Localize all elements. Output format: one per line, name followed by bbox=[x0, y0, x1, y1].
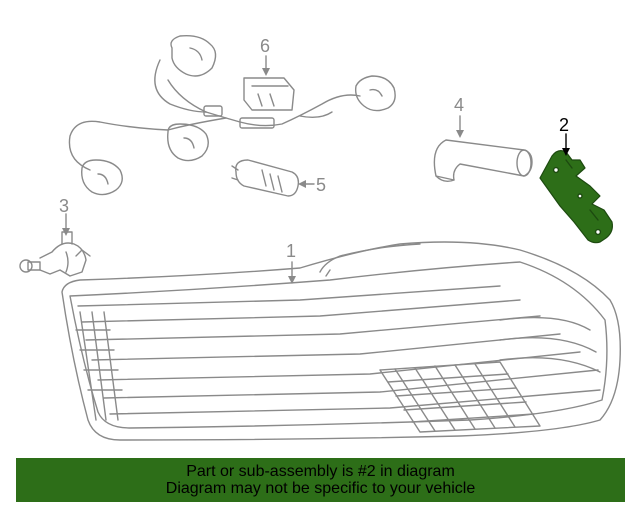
callout-4: 4 bbox=[454, 95, 464, 115]
bulb[interactable] bbox=[231, 159, 300, 197]
info-banner: Part or sub-assembly is #2 in diagram Di… bbox=[16, 458, 625, 502]
callout-6: 6 bbox=[260, 36, 270, 56]
callout-3: 3 bbox=[59, 196, 69, 216]
banner-line-2: Diagram may not be specific to your vehi… bbox=[165, 480, 476, 497]
wiring-harness[interactable] bbox=[68, 34, 396, 196]
tail-lamp-assembly[interactable] bbox=[61, 241, 621, 441]
drain-hose[interactable] bbox=[433, 139, 533, 183]
banner-line-1: Part or sub-assembly is #2 in diagram bbox=[186, 463, 455, 480]
callout-5: 5 bbox=[316, 175, 326, 195]
mounting-bracket[interactable] bbox=[539, 150, 613, 244]
callout-1: 1 bbox=[286, 241, 296, 261]
bulb-socket[interactable] bbox=[19, 231, 91, 277]
callout-2: 2 bbox=[559, 115, 569, 135]
